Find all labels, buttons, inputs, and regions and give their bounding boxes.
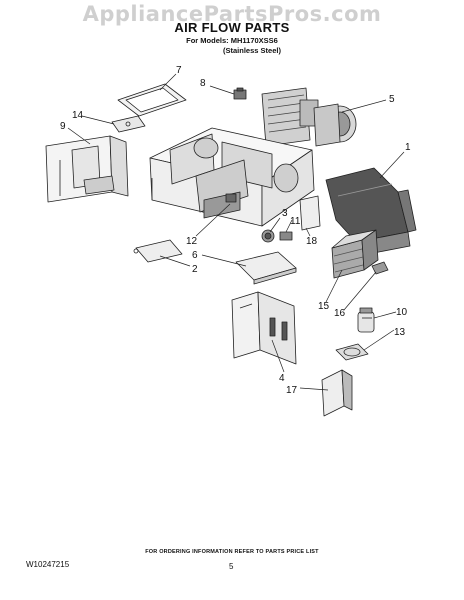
part-14-bracket <box>111 115 146 133</box>
callout-7: 7 <box>176 65 182 76</box>
leader-15 <box>325 269 343 303</box>
callout-3: 3 <box>282 208 288 219</box>
part-15-transformer <box>331 229 379 279</box>
callout-2: 2 <box>192 264 198 275</box>
leader-9 <box>67 127 91 145</box>
callout-6: 6 <box>192 250 198 261</box>
document-number: W10247215 <box>26 560 70 569</box>
page-title: AIR FLOW PARTS <box>174 20 290 35</box>
part-13-bracket <box>335 343 369 361</box>
model-line: For Models: MH1170XSS6 <box>186 36 278 45</box>
finish-line: (Stainless Steel) <box>223 46 281 55</box>
leader-10 <box>373 311 397 319</box>
leader-2 <box>159 255 191 267</box>
part-7-grille <box>117 83 187 117</box>
ordering-note: FOR ORDERING INFORMATION REFER TO PARTS … <box>145 549 319 555</box>
leader-3 <box>269 217 281 233</box>
callout-1: 1 <box>405 142 411 153</box>
part-10-capacitor <box>357 307 375 333</box>
leader-12 <box>195 203 231 237</box>
part-3-thermal <box>261 229 275 243</box>
part-8-clip <box>233 87 247 100</box>
leader-13 <box>363 329 395 351</box>
callout-17: 17 <box>286 385 298 396</box>
leader-5 <box>341 99 387 113</box>
main-housing <box>149 127 315 227</box>
callout-8: 8 <box>200 78 206 89</box>
part-17-vent <box>321 369 353 417</box>
callout-16: 16 <box>334 308 346 319</box>
watermark-logo: AppliancePartsPros.com <box>82 2 382 26</box>
leader-8 <box>209 85 235 95</box>
callout-11: 11 <box>290 216 301 227</box>
callout-5: 5 <box>389 94 395 105</box>
leader-14 <box>81 115 115 125</box>
callout-9: 9 <box>60 121 66 132</box>
leader-1 <box>379 151 405 179</box>
page-number: 5 <box>229 562 234 571</box>
callout-18: 18 <box>306 236 318 247</box>
callout-12: 12 <box>186 236 198 247</box>
part-18-bracket <box>299 195 321 231</box>
leader-7 <box>159 73 177 91</box>
callout-4: 4 <box>279 373 285 384</box>
leader-16 <box>343 271 377 311</box>
leader-11 <box>285 219 293 233</box>
part-9-duct <box>45 135 129 203</box>
leader-4 <box>271 339 285 373</box>
leader-18 <box>305 227 311 237</box>
part-11-fuse <box>279 231 293 241</box>
leader-6 <box>201 254 247 267</box>
part-6-cover <box>235 251 297 285</box>
callout-10: 10 <box>396 307 408 318</box>
callout-13: 13 <box>394 327 406 338</box>
callout-15: 15 <box>318 301 330 312</box>
leader-17 <box>299 387 329 391</box>
part-16-diode <box>371 261 389 275</box>
part-4-duct-plate <box>231 291 297 365</box>
callout-14: 14 <box>72 110 84 121</box>
part-2-plate <box>133 239 183 263</box>
part-5-blower-motor <box>261 87 357 147</box>
